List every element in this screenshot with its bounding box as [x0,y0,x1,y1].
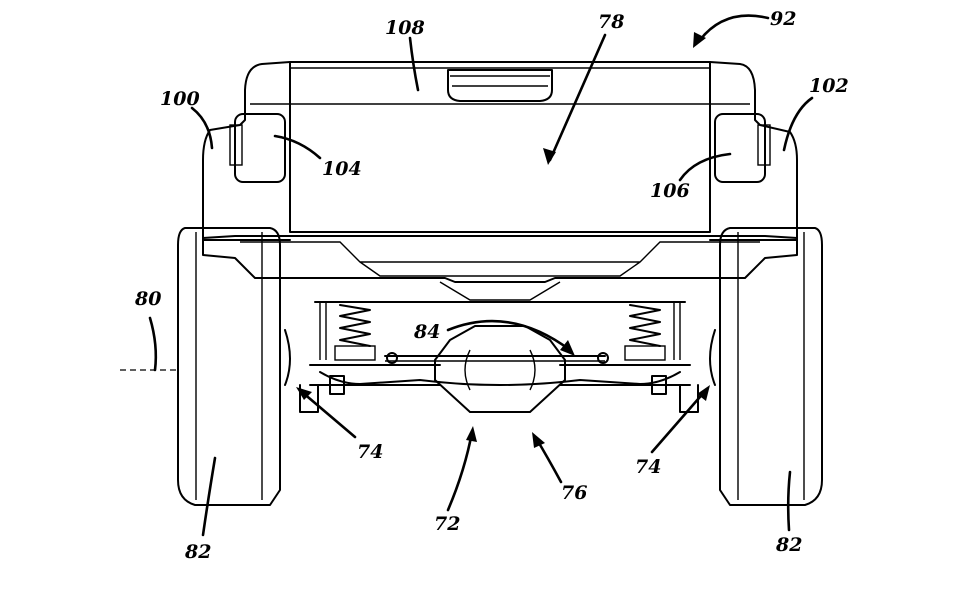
right-spring-seat [624,345,666,361]
right-tail-lamp [714,113,766,183]
leader-104 [273,134,322,160]
label-84: 84 [413,321,440,343]
bumper-lower-fascia [439,281,561,301]
label-76: 76 [561,482,587,504]
left-bracket [329,375,345,395]
left-bedside [202,61,291,241]
arrowhead-92 [693,32,706,48]
track-bar-bushing-left [386,352,398,364]
leader-82-left [201,456,217,537]
arrowhead-76 [532,432,545,448]
reference-numerals: 108 78 92 100 102 104 106 80 84 74 74 72… [134,8,849,563]
leader-102 [782,96,814,152]
suspension [284,302,716,413]
leader-106 [678,152,732,182]
leader-74-left [300,390,357,439]
arrowhead-78 [543,148,556,165]
leader-108 [408,36,420,92]
leader-82-right [786,470,792,532]
label-104: 104 [322,158,362,180]
leader-80 [148,316,158,372]
arrowhead-84 [560,340,575,356]
arrowhead-74-right [697,385,710,401]
stabilizer-bar [319,371,681,386]
left-spring-seat [334,345,376,361]
right-bracket [651,375,667,395]
left-coil-spring [339,304,371,347]
differential [434,325,566,413]
arrowhead-72 [466,426,477,442]
label-106: 106 [650,180,690,202]
tailgate [289,61,711,233]
label-80: 80 [134,288,161,310]
label-92: 92 [770,8,796,30]
label-108: 108 [385,17,425,39]
left-wheel [177,227,281,506]
leader-lines [148,14,814,537]
leader-84 [446,319,572,352]
leader-78 [548,33,607,162]
bumper-detail [240,241,760,277]
axle-housing [309,364,691,386]
right-coil-spring [629,304,661,347]
vehicle-body [202,61,798,303]
label-100: 100 [160,88,200,110]
leader-92 [698,14,770,42]
label-74-right: 74 [635,456,661,478]
right-lamp-side [757,124,771,166]
differential-cover-detail [464,349,536,391]
tailgate-handle [447,69,553,102]
track-bar-bushing-right [597,352,609,364]
rear-bumper [202,235,798,283]
label-82-left: 82 [184,541,211,563]
leader-100 [190,106,214,150]
label-102: 102 [809,75,849,97]
left-tail-lamp [234,113,286,183]
leader-74-right [650,388,708,454]
right-wheel [719,227,823,506]
arrowhead-74-left [296,387,312,400]
left-knuckle [284,329,319,413]
left-lamp-side [229,124,243,166]
label-82-right: 82 [775,534,802,556]
leader-72 [446,430,474,512]
label-78: 78 [598,11,624,33]
label-74-left: 74 [357,441,383,463]
label-72: 72 [434,513,460,535]
